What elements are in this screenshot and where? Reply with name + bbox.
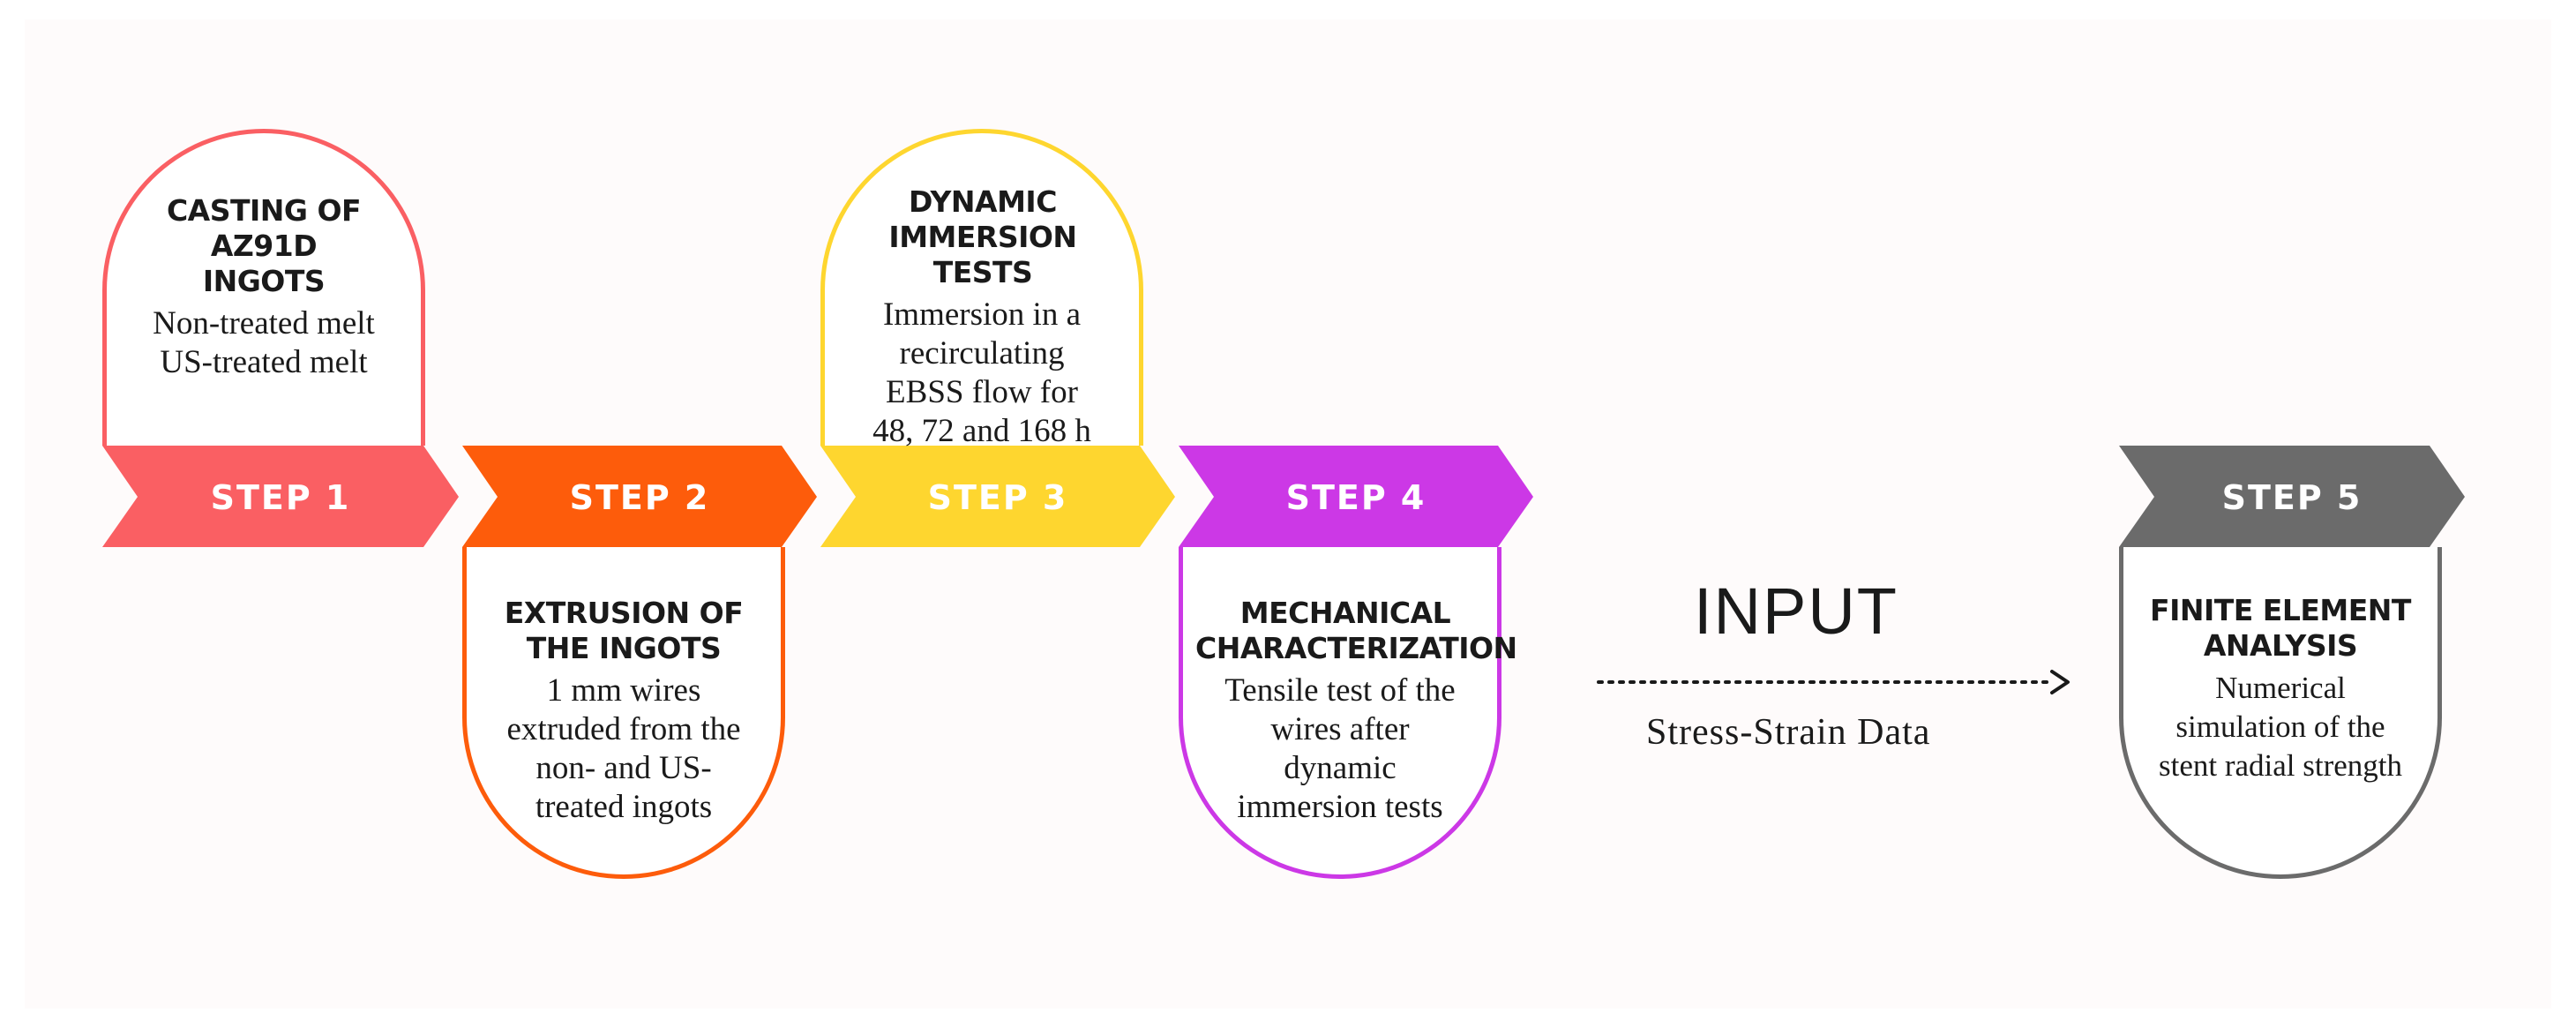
- step-1-card: CASTING OF AZ91D INGOTS Non-treated melt…: [102, 129, 425, 446]
- step-4-line-4: immersion tests: [1237, 789, 1443, 825]
- step-1-description: Non-treated melt US-treated melt: [119, 304, 408, 382]
- input-sublabel: Stress-Strain Data: [1646, 712, 1931, 753]
- step-3-description: Immersion in a recirculating EBSS flow f…: [837, 296, 1127, 451]
- step-5-label: STEP 5: [2222, 478, 2363, 517]
- step-5-description: Numerical simulation of the stent radial…: [2136, 669, 2425, 785]
- step-3-line-3: EBSS flow for: [886, 374, 1078, 410]
- step-2-description: 1 mm wires extruded from the non- and US…: [479, 672, 768, 827]
- step-4-arrow: [1179, 446, 1533, 547]
- step-1-line-1: Non-treated melt: [153, 305, 375, 341]
- step-2-card: EXTRUSION OF THE INGOTS 1 mm wires extru…: [462, 547, 785, 879]
- step-4-line-2: wires after: [1270, 711, 1410, 747]
- step-3-line-1: Immersion in a: [882, 296, 1081, 333]
- step-2-line-2: extruded from the: [506, 711, 741, 747]
- step-2-line-4: treated ingots: [535, 789, 713, 825]
- step-5-arrow: [2119, 446, 2465, 547]
- step-4-line-3: dynamic: [1284, 750, 1397, 786]
- step-1-arrow: [102, 446, 459, 547]
- step-2-line-1: 1 mm wires: [546, 672, 701, 709]
- step-5-title: FINITE ELEMENT ANALYSIS: [2150, 593, 2411, 663]
- step-1-label: STEP 1: [211, 478, 351, 517]
- step-1-title: CASTING OF AZ91D INGOTS: [166, 193, 362, 298]
- step-5-line-1: Numerical: [2215, 671, 2346, 705]
- step-3-label: STEP 3: [928, 478, 1068, 517]
- step-3-card: DYNAMIC IMMERSION TESTS Immersion in a r…: [820, 129, 1143, 449]
- step-3-line-2: recirculating: [899, 335, 1065, 371]
- step-4-line-1: Tensile test of the: [1224, 672, 1456, 709]
- step-4-title: MECHANICAL CHARACTERIZATION: [1195, 596, 1517, 665]
- step-2-label: STEP 2: [570, 478, 710, 517]
- input-label: INPUT: [1694, 574, 1898, 648]
- step-4-label: STEP 4: [1286, 478, 1427, 517]
- step-3-title: DYNAMIC IMMERSION TESTS: [888, 184, 1077, 289]
- input-connector-arrowhead: [2050, 670, 2070, 694]
- step-4-card: MECHANICAL CHARACTERIZATION Tensile test…: [1179, 547, 1517, 879]
- step-2-arrow: [462, 446, 817, 547]
- step-5-card: FINITE ELEMENT ANALYSIS Numerical simula…: [2119, 547, 2442, 879]
- step-5-line-3: stent radial strength: [2158, 748, 2403, 783]
- step-3-line-4: 48, 72 and 168 h: [872, 413, 1091, 449]
- step-4-description: Tensile test of the wires after dynamic …: [1195, 672, 1485, 827]
- step-5-line-2: simulation of the: [2175, 709, 2385, 744]
- step-2-line-3: non- and US-: [535, 750, 712, 786]
- step-3-arrow: [820, 446, 1175, 547]
- step-2-title: EXTRUSION OF THE INGOTS: [504, 596, 744, 665]
- step-1-line-2: US-treated melt: [160, 344, 368, 380]
